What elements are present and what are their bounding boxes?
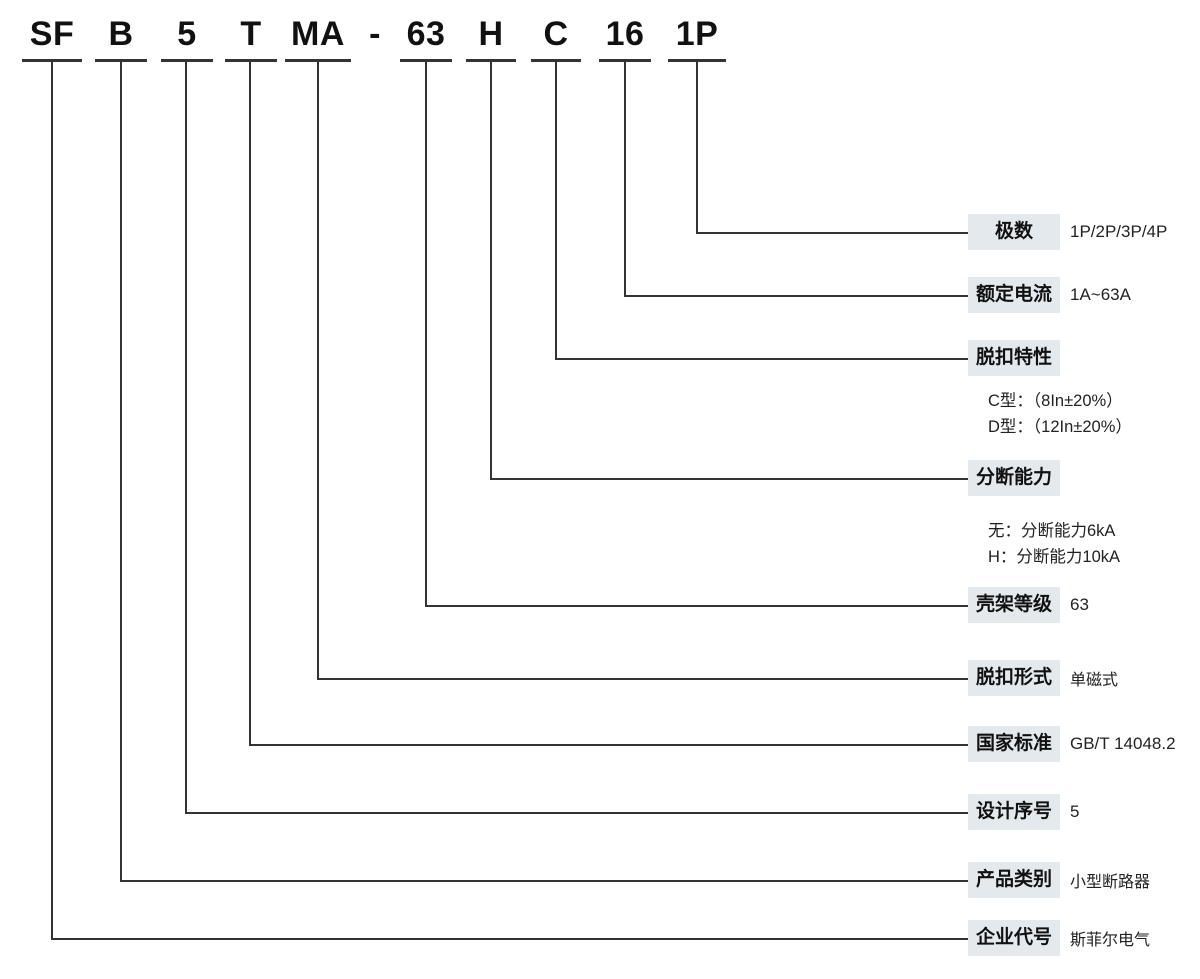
legend-row-national-standard: 国家标准 GB/T 14048.2 xyxy=(968,726,1176,762)
legend-row-product-category: 产品类别 小型断路器 xyxy=(968,862,1150,898)
legend-row-trip-form: 脱扣形式 单磁式 xyxy=(968,660,1118,696)
legend-label-national-standard: 国家标准 xyxy=(968,726,1060,762)
legend-label-frame-level: 壳架等级 xyxy=(968,587,1060,623)
note-trip-type-c: C型：（8In±20%） xyxy=(988,392,1123,410)
code-segment-16: 16 xyxy=(599,14,651,62)
legend-value-national-standard: GB/T 14048.2 xyxy=(1070,734,1176,753)
code-segment-5-cap xyxy=(161,59,213,62)
legend-label-poles: 极数 xyxy=(968,214,1060,250)
connector-hline-company-code xyxy=(51,938,968,940)
code-segment-63-text: 63 xyxy=(406,15,446,53)
connector-vline-trip-characteristic xyxy=(555,59,557,360)
legend-row-company-code: 企业代号 斯菲尔电气 xyxy=(968,920,1150,956)
code-segment-dash: - xyxy=(355,14,395,54)
connector-vline-frame-level xyxy=(425,59,427,607)
code-segment-b: B xyxy=(95,14,147,62)
code-segment-5-text: 5 xyxy=(177,15,197,53)
legend-value-design-serial: 5 xyxy=(1070,802,1080,821)
legend-row-design-serial: 设计序号 5 xyxy=(968,794,1079,830)
code-segment-t: T xyxy=(225,14,277,62)
connector-hline-poles xyxy=(696,232,968,234)
code-segment-dash-text: - xyxy=(369,15,381,53)
note-trip-type-d: D型：（12In±20%） xyxy=(988,418,1132,436)
code-segment-ma: MA xyxy=(285,14,351,62)
legend-row-breaking-capacity: 分断能力 xyxy=(968,460,1060,496)
connector-hline-design-serial xyxy=(185,812,968,814)
code-segment-5: 5 xyxy=(161,14,213,62)
code-segment-63: 63 xyxy=(400,14,452,62)
legend-label-company-code: 企业代号 xyxy=(968,920,1060,956)
legend-label-trip-form: 脱扣形式 xyxy=(968,660,1060,696)
legend-value-frame-level: 63 xyxy=(1070,595,1089,614)
connector-vline-company-code xyxy=(51,59,53,940)
connector-vline-design-serial xyxy=(185,59,187,814)
connector-hline-trip-form xyxy=(317,678,968,680)
connector-hline-frame-level xyxy=(425,605,968,607)
code-segment-c: C xyxy=(531,14,581,62)
code-segment-1p: 1P xyxy=(668,14,726,62)
code-segment-sf: SF xyxy=(22,14,82,62)
connector-hline-trip-characteristic xyxy=(555,358,968,360)
connector-vline-national-standard xyxy=(249,59,251,746)
connector-hline-product-category xyxy=(120,880,968,882)
legend-label-design-serial: 设计序号 xyxy=(968,794,1060,830)
code-segment-h-text: H xyxy=(478,15,504,53)
code-segment-16-text: 16 xyxy=(605,15,645,53)
code-segment-c-text: C xyxy=(543,15,569,53)
connector-vline-breaking-capacity xyxy=(490,59,492,480)
legend-value-poles: 1P/2P/3P/4P xyxy=(1070,222,1168,241)
code-segment-ma-text: MA xyxy=(291,15,345,53)
code-segment-sf-text: SF xyxy=(29,15,75,53)
connector-vline-trip-form xyxy=(317,59,319,680)
connector-vline-rated-current xyxy=(624,59,626,297)
note-breaking-h: H：分断能力10kA xyxy=(988,548,1121,566)
code-segment-1p-text: 1P xyxy=(675,15,719,53)
code-segment-t-text: T xyxy=(240,15,262,53)
legend-value-rated-current: 1A~63A xyxy=(1070,285,1131,304)
connector-vline-poles xyxy=(696,59,698,234)
code-segment-t-cap xyxy=(225,59,277,62)
connector-vline-product-category xyxy=(120,59,122,882)
connector-hline-breaking-capacity xyxy=(490,478,968,480)
legend-value-company-code: 斯菲尔电气 xyxy=(1070,932,1151,949)
legend-value-trip-form: 单磁式 xyxy=(1070,672,1119,689)
legend-row-rated-current: 额定电流 1A~63A xyxy=(968,277,1131,313)
code-segment-h: H xyxy=(466,14,516,62)
connector-hline-rated-current xyxy=(624,295,968,297)
legend-label-product-category: 产品类别 xyxy=(968,862,1060,898)
note-breaking-none: 无：分断能力6kA xyxy=(988,522,1116,540)
legend-row-frame-level: 壳架等级 63 xyxy=(968,587,1089,623)
code-segment-b-text: B xyxy=(108,15,134,53)
legend-label-trip-characteristic: 脱扣特性 xyxy=(968,340,1060,376)
legend-row-trip-characteristic: 脱扣特性 xyxy=(968,340,1060,376)
legend-label-breaking-capacity: 分断能力 xyxy=(968,460,1060,496)
connector-hline-national-standard xyxy=(249,744,968,746)
legend-value-product-category: 小型断路器 xyxy=(1070,874,1151,891)
legend-label-rated-current: 额定电流 xyxy=(968,277,1060,313)
legend-row-poles: 极数 1P/2P/3P/4P xyxy=(968,214,1167,250)
